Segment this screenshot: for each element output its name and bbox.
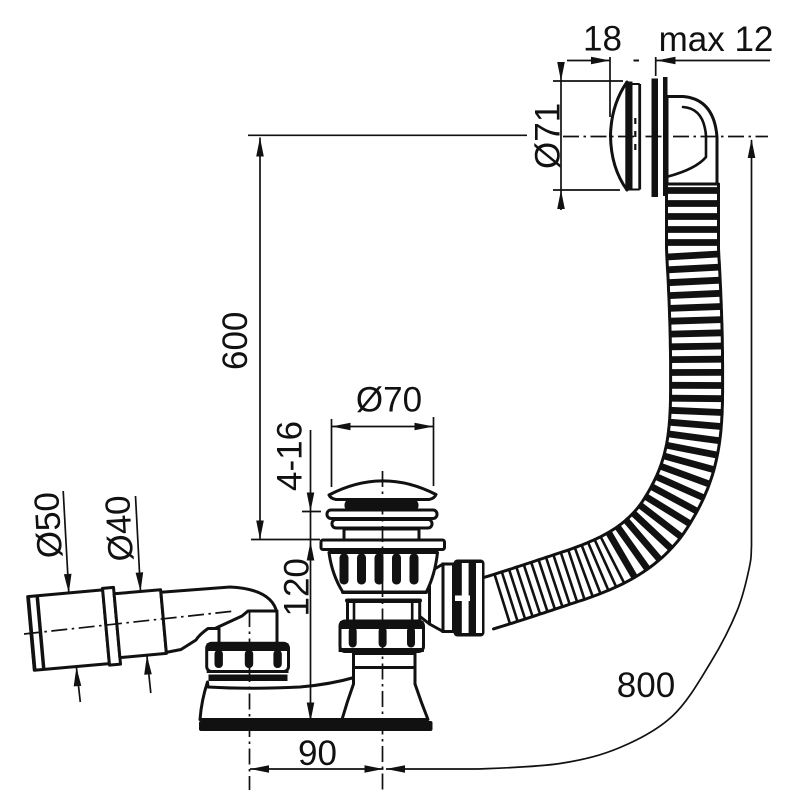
svg-text:4-16: 4-16 [271,421,310,491]
svg-text:Ø71: Ø71 [529,103,568,169]
svg-text:600: 600 [216,312,255,370]
svg-text:90: 90 [298,734,337,773]
svg-text:18: 18 [583,20,622,59]
svg-text:max 12: max 12 [659,20,774,59]
svg-text:120: 120 [278,558,317,616]
svg-text:Ø40: Ø40 [98,494,141,562]
svg-text:Ø50: Ø50 [27,491,70,559]
svg-text:800: 800 [617,666,675,705]
svg-text:Ø70: Ø70 [356,381,422,420]
